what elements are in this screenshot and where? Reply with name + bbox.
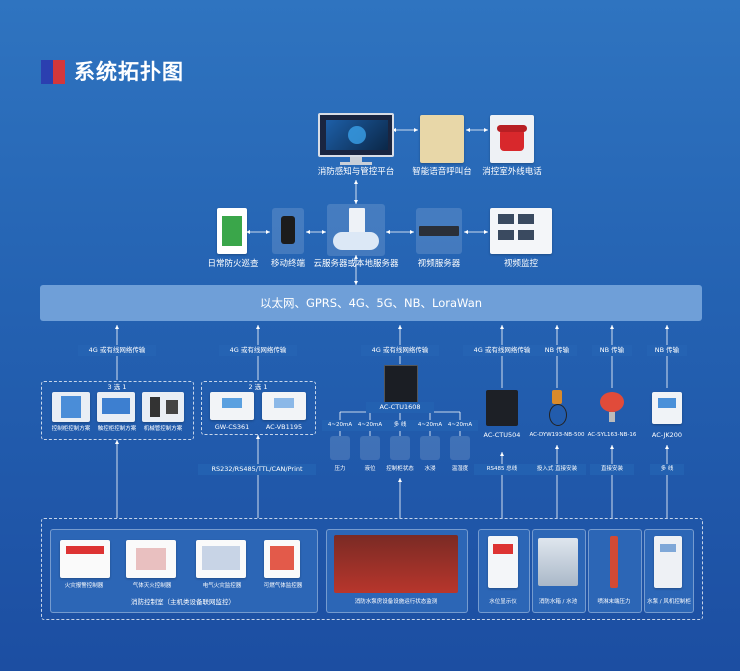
gateway-group — [201, 381, 316, 435]
pressure-sensor-icon — [330, 436, 350, 460]
group1-item-1: 控制柜控制方案 — [51, 426, 91, 432]
cabinet-status-icon — [390, 436, 410, 460]
patrol-label: 日常防火巡查 — [207, 259, 259, 269]
pump-cabinet-icon — [654, 536, 682, 588]
video-server-label: 视频服务器 — [417, 259, 461, 269]
page-title: 系统拓扑图 — [74, 60, 184, 84]
nb-label-3: NB 传输 — [647, 345, 687, 356]
network-bar-label: 以太网、GPRS、4G、5G、NB、LoraWan — [259, 296, 483, 310]
ctu504-label: AC-CTU504 — [483, 431, 521, 439]
tank-label: 消防水箱 / 水池 — [538, 599, 578, 605]
dyw-note: 投入式 直接安装 — [528, 464, 586, 475]
pump-room-photo — [334, 535, 458, 593]
control-cabinet-icon — [52, 392, 90, 422]
mobile-label: 移动终端 — [270, 259, 305, 269]
level-display-label: 水位显示仪 — [489, 599, 517, 605]
jk200-icon — [652, 392, 682, 424]
jk200-note: 多 线 — [650, 464, 684, 475]
spray-label: 喷淋末端压力 — [597, 599, 631, 605]
ac-vb1195-icon — [262, 392, 306, 420]
group1-tag: 3 选 1 — [107, 383, 127, 391]
phone-label: 消控室外线电话 — [482, 167, 542, 177]
room-item-1: 火灾报警控制器 — [64, 583, 104, 589]
electrical-fire-monitor-icon — [196, 540, 246, 578]
level-display-icon — [488, 536, 518, 588]
syl-sensor-icon — [600, 392, 624, 424]
ctu504-icon — [486, 390, 518, 426]
pump-caption: 消防水泵房设备设施运行状态监测 — [354, 599, 438, 605]
network-bar — [40, 285, 702, 321]
signal-5: 4~20mA — [442, 420, 478, 431]
group1-item-3: 机械管控制方案 — [143, 426, 183, 432]
mechanical-pipe-icon — [142, 392, 184, 422]
ctu1608-label: AC-CTU1608 — [366, 402, 434, 413]
video-monitor-label: 视频监控 — [503, 259, 538, 269]
touch-cabinet-icon — [97, 392, 135, 422]
sensor-4: 水浸 — [424, 466, 436, 472]
platform-label: 消防感知与管控平台 — [317, 167, 395, 177]
group2-item-1: GW-CS361 — [214, 423, 250, 431]
monitor-icon — [318, 113, 394, 165]
jk200-label: AC-JK200 — [651, 431, 683, 439]
signal-4: 4~20mA — [412, 420, 448, 431]
signal-3: 多 线 — [382, 420, 418, 431]
gas-extinguish-controller-icon — [126, 540, 176, 578]
link-label-1: 4G 或有线网络传输 — [78, 345, 156, 356]
patrol-icon — [217, 208, 247, 254]
dyw-label: AC-DYW193-NB-500 — [529, 432, 585, 438]
room-caption: 消防控制室（主机类设备联网监控） — [131, 598, 235, 606]
room-item-4: 可燃气体监控器 — [263, 583, 303, 589]
gw-cs361-icon — [210, 392, 254, 420]
cloud-server-icon — [327, 204, 385, 256]
video-monitor-icon — [490, 208, 552, 254]
sensor-5: 温湿度 — [451, 466, 469, 472]
field-devices-group — [41, 518, 703, 620]
cloud-label: 云服务器或本地服务器 — [313, 259, 399, 269]
group2-tag: 2 选 1 — [248, 383, 268, 391]
sensor-3: 控制柜状态 — [386, 466, 414, 472]
syl-label: AC-SYL163-NB-16 — [587, 432, 637, 438]
sensor-2: 液位 — [364, 466, 376, 472]
link-label-2: 4G 或有线网络传输 — [219, 345, 297, 356]
pump-cabinet-label: 水泵 / 风机控制柜 — [647, 599, 691, 605]
temp-humidity-icon — [450, 436, 470, 460]
combustible-gas-monitor-icon — [264, 540, 300, 578]
group2-item-2: AC-VB1195 — [265, 423, 303, 431]
link-label-4: 4G 或有线网络传输 — [463, 345, 541, 356]
room-item-3: 电气火灾监控器 — [202, 583, 242, 589]
phone-icon — [490, 115, 534, 163]
dyw-sensor-icon — [547, 390, 567, 426]
title-badge — [41, 60, 65, 84]
fire-alarm-controller-icon — [60, 540, 110, 578]
level-sensor-icon — [360, 436, 380, 460]
signal-1: 4~20mA — [322, 420, 358, 431]
water-leak-icon — [420, 436, 440, 460]
video-server-icon — [416, 208, 462, 254]
protocol-label: RS232/RS485/TTL/CAN/Print — [198, 464, 316, 475]
sensor-1: 压力 — [334, 466, 346, 472]
tank-icon — [538, 538, 578, 586]
mobile-terminal-icon — [272, 208, 304, 254]
voice-label: 智能语音呼叫台 — [412, 167, 472, 177]
group1-item-2: 触控柜控制方案 — [97, 426, 137, 432]
control-scheme-group — [41, 381, 194, 440]
ctu1608-icon — [384, 365, 418, 405]
voice-station-icon — [420, 115, 464, 163]
syl-note: 直接安装 — [590, 464, 634, 475]
link-label-3: 4G 或有线网络传输 — [361, 345, 439, 356]
nb-label-1: NB 传输 — [537, 345, 577, 356]
spray-pipe-icon — [610, 536, 618, 588]
nb-label-2: NB 传输 — [592, 345, 632, 356]
signal-2: 4~20mA — [352, 420, 388, 431]
room-item-2: 气体灭火控制器 — [132, 583, 172, 589]
rs485-label: RS485 总线 — [474, 464, 530, 475]
